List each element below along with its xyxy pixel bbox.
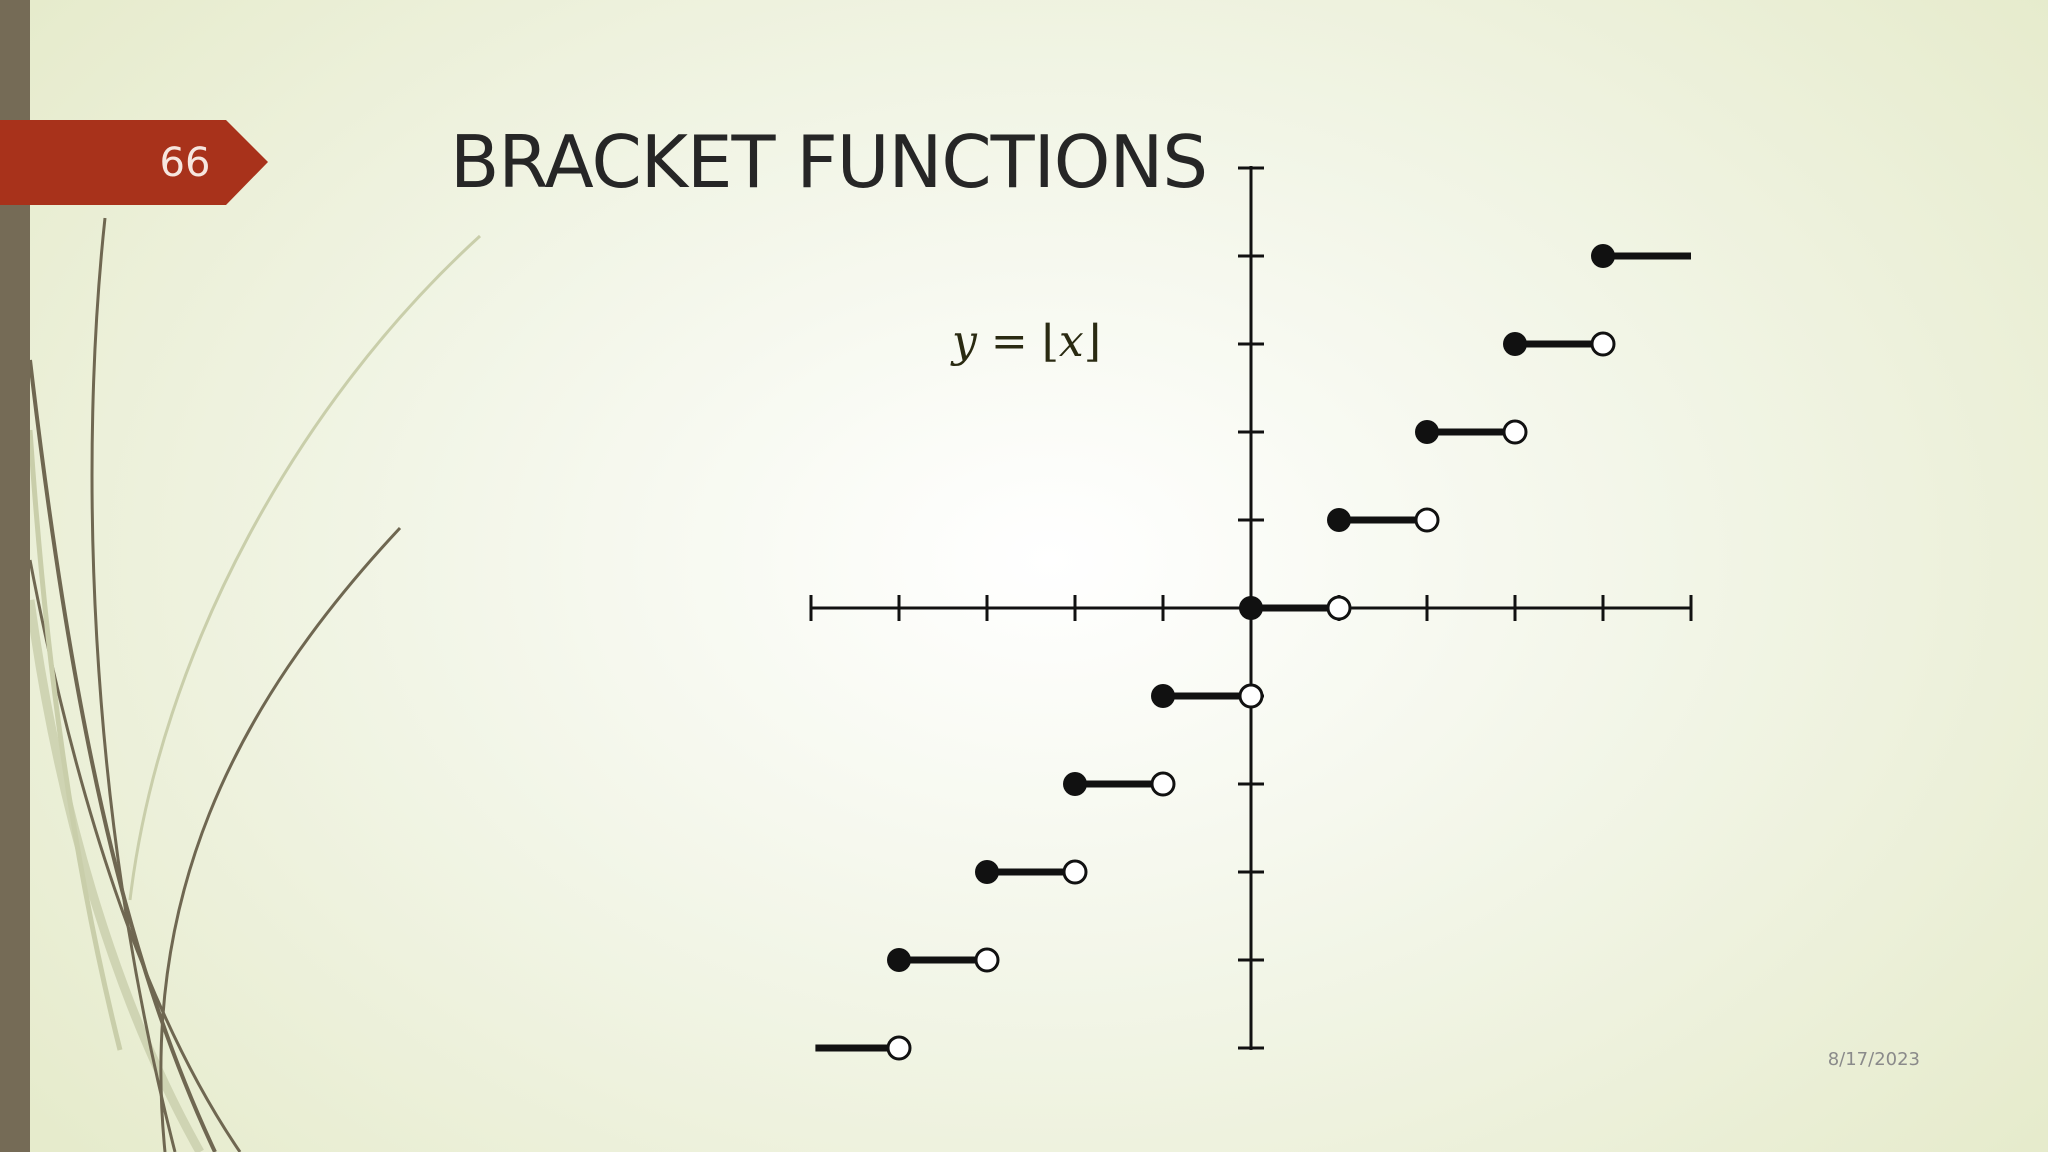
closed-endpoint — [1503, 332, 1527, 356]
slide-number-tab — [0, 120, 268, 205]
closed-endpoint — [975, 860, 999, 884]
open-endpoint — [1414, 507, 1440, 533]
closed-endpoint — [1591, 244, 1615, 268]
formula-left-bracket: ⌊ — [1041, 316, 1059, 367]
formula-lhs: y — [952, 316, 977, 367]
formula-right-bracket: ⌋ — [1083, 316, 1101, 367]
slide-date: 8/17/2023 — [1827, 1049, 1920, 1070]
open-endpoint — [1590, 331, 1616, 357]
open-endpoint — [974, 947, 1000, 973]
formula-arg: x — [1058, 316, 1084, 367]
open-endpoint — [1326, 595, 1352, 621]
slide-number: 66 — [159, 140, 211, 186]
open-endpoint — [886, 1035, 912, 1061]
closed-endpoint — [1151, 684, 1175, 708]
closed-endpoint — [1063, 772, 1087, 796]
open-endpoint — [1150, 771, 1176, 797]
slide-title: BRACKET FUNCTIONS — [450, 120, 1208, 204]
formula-label: y = ⌊x⌋ — [952, 312, 1101, 372]
closed-endpoint — [1239, 596, 1263, 620]
formula-equals: = — [990, 316, 1028, 367]
closed-endpoint — [1415, 420, 1439, 444]
closed-endpoint — [1327, 508, 1351, 532]
open-endpoint — [1062, 859, 1088, 885]
closed-endpoint — [887, 948, 911, 972]
open-endpoint — [1502, 419, 1528, 445]
open-endpoint — [1238, 683, 1264, 709]
